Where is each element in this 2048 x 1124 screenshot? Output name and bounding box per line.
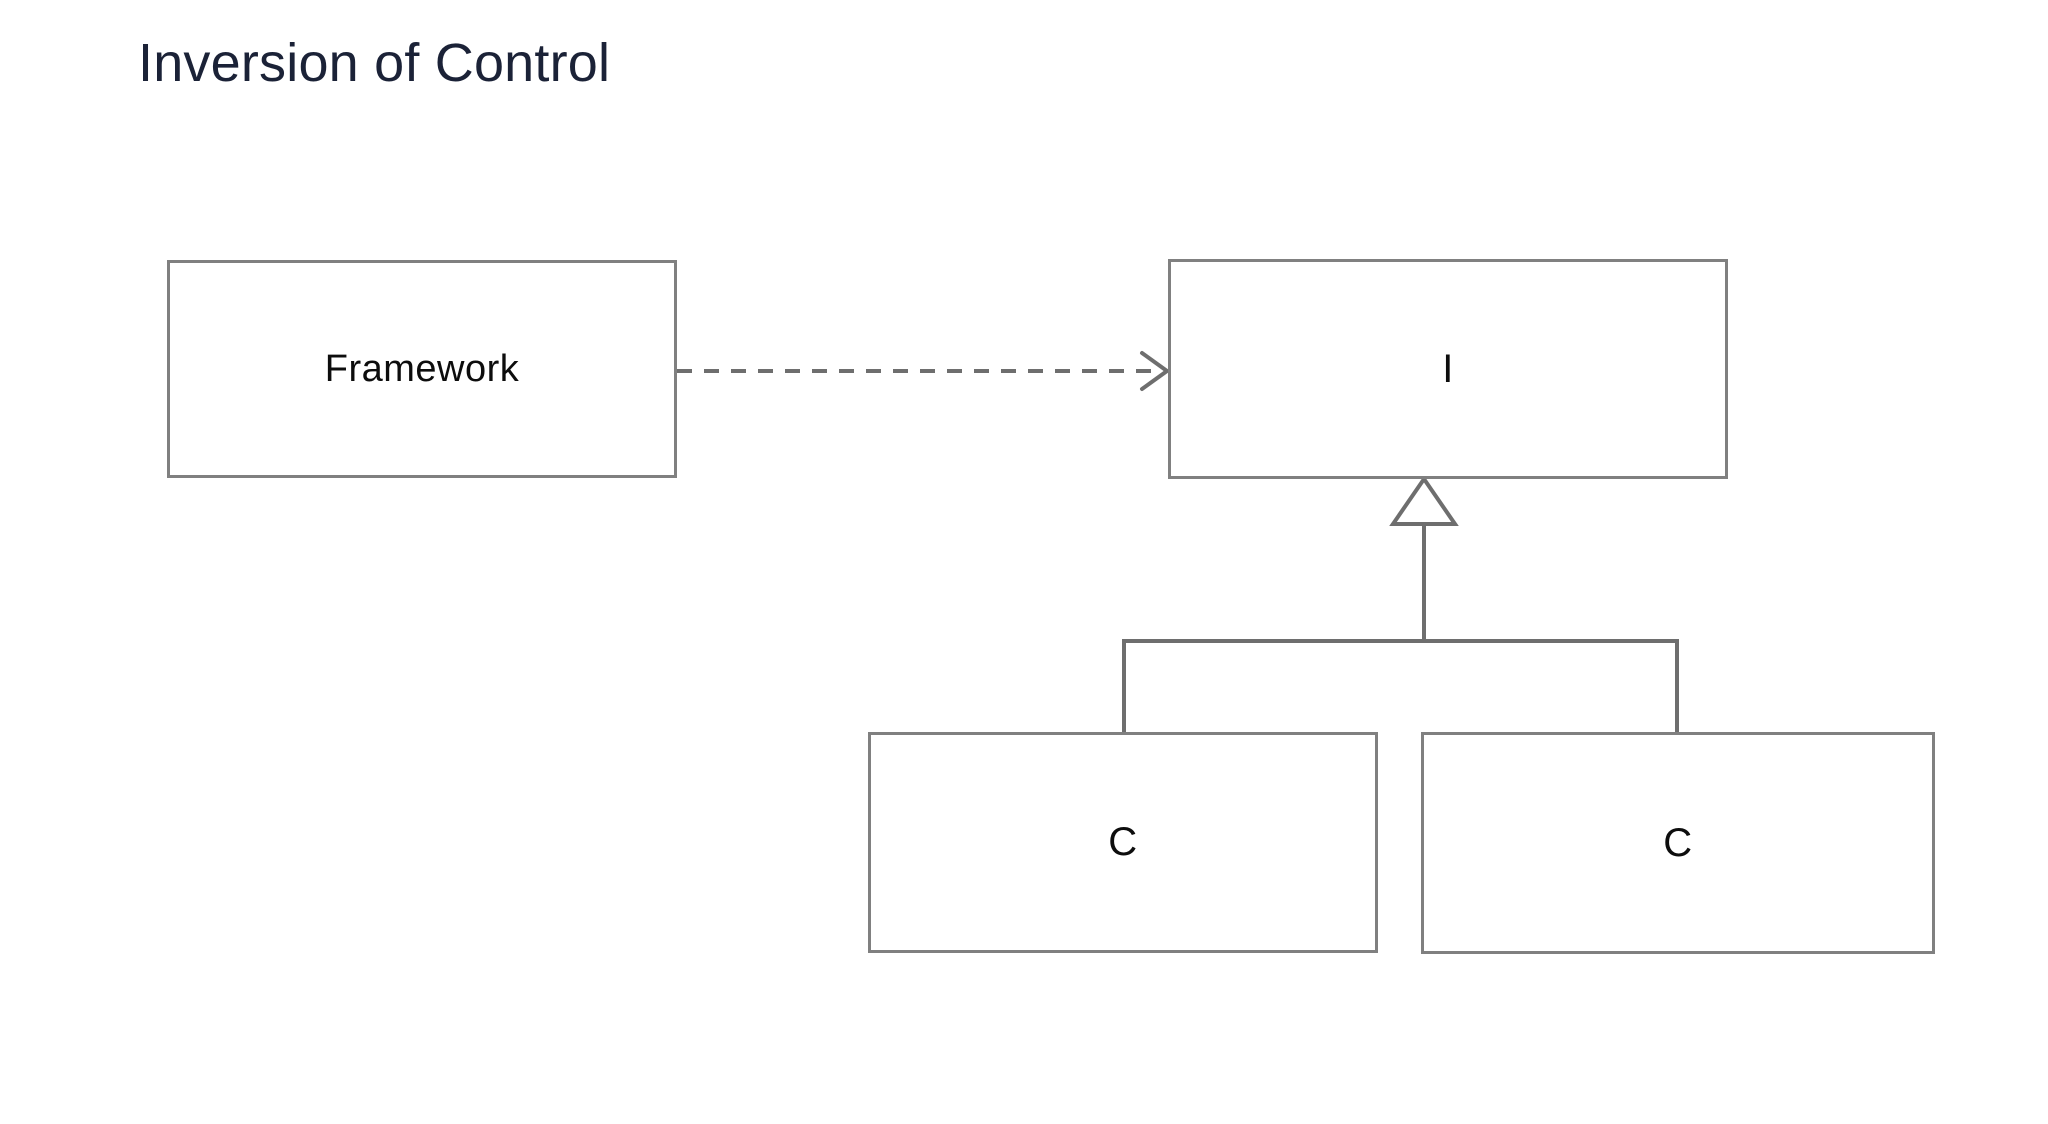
node-class-right[interactable]: C xyxy=(1421,732,1935,954)
open-arrowhead-icon xyxy=(1140,351,1169,391)
node-class-left[interactable]: C xyxy=(868,732,1378,953)
hollow-triangle-arrowhead-icon xyxy=(1389,475,1459,526)
node-class-left-label: C xyxy=(1108,820,1138,864)
node-class-right-label: C xyxy=(1663,820,1693,865)
node-interface[interactable]: I xyxy=(1168,259,1728,479)
page-title: Inversion of Control xyxy=(138,33,611,93)
node-framework[interactable]: Framework xyxy=(167,260,677,478)
edge-classes-to-interface xyxy=(1122,475,1679,734)
node-framework-label: Framework xyxy=(324,347,520,390)
edge-framework-to-interface xyxy=(677,351,1169,391)
node-interface-label: I xyxy=(1442,346,1454,391)
